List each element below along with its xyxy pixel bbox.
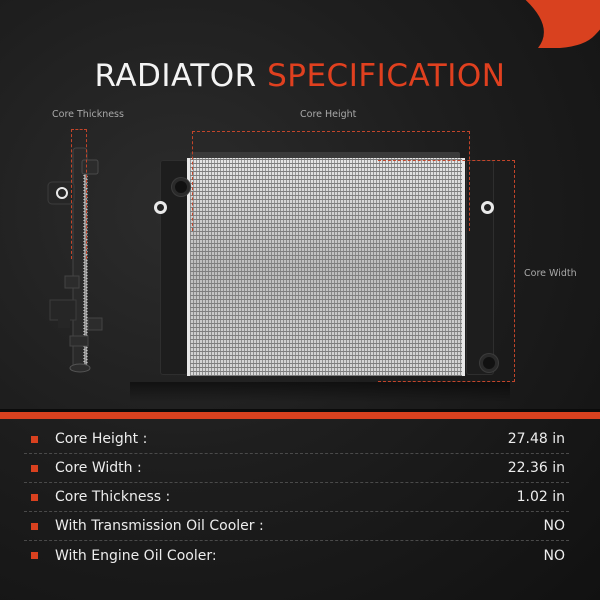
bullet-icon (31, 552, 38, 559)
spec-row-core-width: Core Width : 22.36 in (24, 454, 569, 483)
spec-row-engine-oil-cooler: With Engine Oil Cooler: NO (24, 541, 569, 570)
spec-label: With Engine Oil Cooler: (55, 547, 217, 564)
left-mount-ring-icon (154, 201, 167, 214)
label-core-thickness: Core Thickness (52, 109, 124, 120)
spec-label: Core Thickness : (55, 489, 171, 505)
spec-label: Core Height : (55, 431, 148, 447)
spec-row-transmission-oil-cooler: With Transmission Oil Cooler : NO (24, 512, 569, 541)
bullet-icon (31, 435, 38, 443)
floor-shadow (130, 382, 510, 402)
title-word-radiator: RADIATOR (94, 58, 257, 94)
divider-shadow (0, 409, 600, 412)
radiator-right-tank (466, 160, 494, 375)
spec-value: 22.36 in (507, 460, 565, 476)
label-core-width: Core Width (524, 268, 577, 279)
spec-value: NO (543, 547, 566, 564)
inlet-port (172, 178, 190, 196)
radiator-core-fins (187, 158, 465, 376)
spec-value: NO (543, 518, 566, 534)
spec-value: 1.02 in (516, 489, 565, 505)
bullet-icon (31, 522, 38, 530)
spec-row-core-height: Core Height : 27.48 in (24, 425, 569, 454)
spec-label: With Transmission Oil Cooler : (55, 518, 264, 534)
accent-divider (0, 412, 600, 419)
right-mount-ring-icon (481, 201, 494, 214)
spec-row-core-thickness: Core Thickness : 1.02 in (24, 483, 569, 512)
brand-swoosh-decoration (525, 0, 600, 48)
spec-label: Core Width : (55, 460, 142, 476)
bullet-icon (31, 493, 38, 501)
spec-value: 27.48 in (507, 431, 565, 447)
radiator-left-tank (160, 160, 188, 375)
bullet-icon (31, 464, 38, 472)
radiator-front-view-image (150, 150, 502, 382)
page-title: RADIATOR SPECIFICATION (0, 56, 600, 96)
radiator-side-view-image (47, 147, 103, 373)
outlet-port (480, 354, 498, 372)
radiator-top-rail (190, 152, 460, 160)
label-core-height: Core Height (300, 109, 357, 120)
spec-table: Core Height : 27.48 in Core Width : 22.3… (24, 425, 569, 570)
title-word-specification: SPECIFICATION (267, 58, 506, 94)
